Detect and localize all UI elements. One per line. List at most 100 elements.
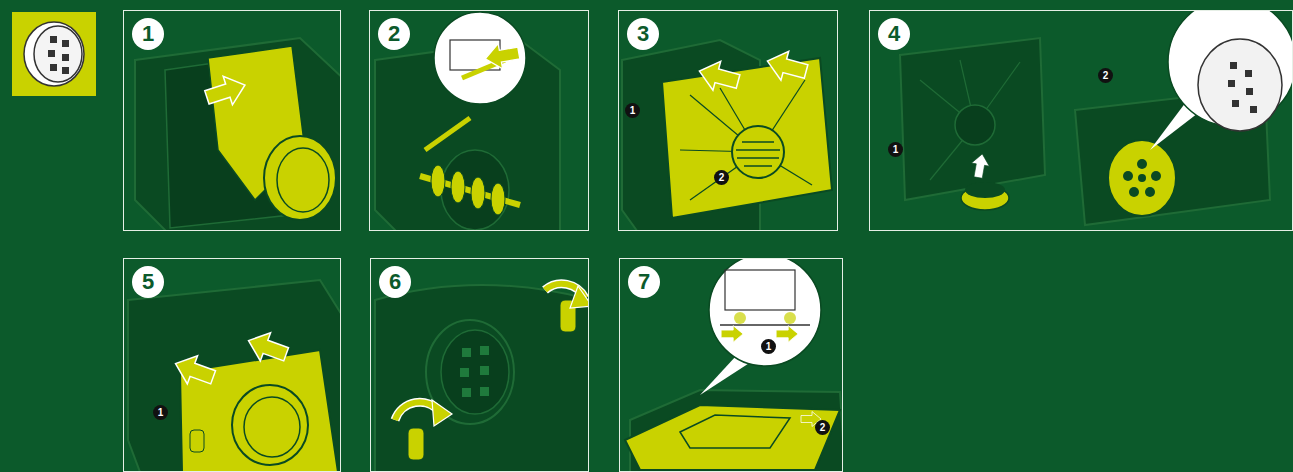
illustration-part <box>480 387 489 396</box>
step-panel: 2 <box>369 10 589 231</box>
callout-number: 2 <box>714 170 729 185</box>
illustration-part <box>441 330 509 414</box>
step-5-illustration <box>128 280 341 472</box>
illustration-part <box>1232 100 1239 107</box>
illustration-part <box>128 280 341 472</box>
illustration-part <box>264 136 336 220</box>
illustration-part <box>1230 62 1237 69</box>
callout-number: 2 <box>815 420 830 435</box>
illustration-part <box>462 348 471 357</box>
step-1-illustration <box>135 38 341 231</box>
step-panel: 4 <box>869 10 1293 231</box>
illustration-part <box>34 26 82 82</box>
illustration-part <box>480 346 489 355</box>
illustration-part <box>662 58 832 218</box>
step-panel: 6 <box>370 258 589 472</box>
illustration-part <box>432 400 452 426</box>
illustration-part <box>460 346 489 397</box>
illustration-part <box>135 38 341 231</box>
illustration-part <box>969 152 991 179</box>
illustration-part <box>244 397 300 457</box>
illustration-part <box>680 80 812 200</box>
illustration-part <box>570 286 589 308</box>
step-number: 3 <box>627 18 659 50</box>
illustration-part <box>491 183 505 215</box>
callout-number: 1 <box>761 339 776 354</box>
illustration-part <box>232 385 308 465</box>
illustration-part <box>1246 88 1253 95</box>
illustration-part <box>62 67 69 74</box>
illustration-part <box>50 36 57 43</box>
step-panel: 7 <box>619 258 843 472</box>
illustration-part <box>451 171 465 203</box>
illustration-part <box>170 350 218 392</box>
callout-number: 2 <box>1098 68 1113 83</box>
step-number: 7 <box>628 266 660 298</box>
illustration-part <box>434 12 526 104</box>
illustration-part <box>462 388 471 397</box>
illustration-part <box>764 47 810 86</box>
illustration-part <box>425 118 470 150</box>
step-4-illustration <box>900 10 1293 225</box>
step-number: 4 <box>878 18 910 50</box>
callout-number: 1 <box>888 142 903 157</box>
step-6-illustration <box>375 284 589 472</box>
illustration-part <box>24 22 84 86</box>
illustration-part <box>776 326 798 343</box>
step-number: 6 <box>379 266 411 298</box>
step-number: 5 <box>132 266 164 298</box>
step-number: 1 <box>132 18 164 50</box>
illustration-part <box>955 105 995 145</box>
illustration-part <box>965 182 1005 198</box>
illustration-part <box>441 150 509 230</box>
illustration-part <box>202 71 249 112</box>
illustration-part <box>1145 187 1155 197</box>
product-icon <box>12 12 96 96</box>
illustration-part <box>744 165 772 167</box>
illustration-part <box>709 258 821 366</box>
step-panel: 5 <box>123 258 341 472</box>
callout-number: 1 <box>153 405 168 420</box>
step-3-illustration <box>622 40 832 231</box>
illustration-part <box>625 405 840 470</box>
illustration-part <box>1228 80 1235 87</box>
illustration-part <box>742 141 774 143</box>
illustration-part <box>243 327 291 369</box>
illustration-part <box>784 312 796 324</box>
illustration-part <box>696 57 742 96</box>
illustration-part <box>721 326 743 343</box>
step-2-illustration <box>375 12 560 231</box>
illustration-part <box>277 148 329 212</box>
illustration-part <box>736 142 780 166</box>
callout-number: 1 <box>625 103 640 118</box>
illustration-part <box>1123 171 1133 181</box>
illustration-part <box>737 157 779 159</box>
illustration-part <box>1151 171 1161 181</box>
illustration-part <box>1138 174 1146 182</box>
illustration-part <box>1250 106 1257 113</box>
illustration-part <box>1108 140 1176 216</box>
illustration-part <box>50 64 57 71</box>
illustration-part <box>62 54 69 61</box>
illustration-part <box>732 126 784 178</box>
step-panel: 1 <box>123 10 341 231</box>
illustration-part <box>480 366 489 375</box>
illustration-part <box>471 177 485 209</box>
step-panel: 3 <box>618 10 838 231</box>
step-number: 2 <box>378 18 410 50</box>
illustration-part <box>1245 70 1252 77</box>
illustration-part <box>12 12 96 96</box>
illustration-part <box>900 38 1045 200</box>
illustration-part <box>680 415 790 448</box>
illustration-part <box>736 149 780 151</box>
illustration-part <box>483 40 521 71</box>
illustration-part <box>1129 187 1139 197</box>
illustration-part <box>725 270 795 310</box>
illustration-part <box>190 430 204 452</box>
illustration-part <box>62 40 69 47</box>
illustration-part <box>48 50 55 57</box>
illustration-part <box>920 60 1020 180</box>
illustration-part <box>1228 62 1257 113</box>
illustration-part <box>375 285 589 472</box>
step-7-illustration <box>625 258 843 472</box>
